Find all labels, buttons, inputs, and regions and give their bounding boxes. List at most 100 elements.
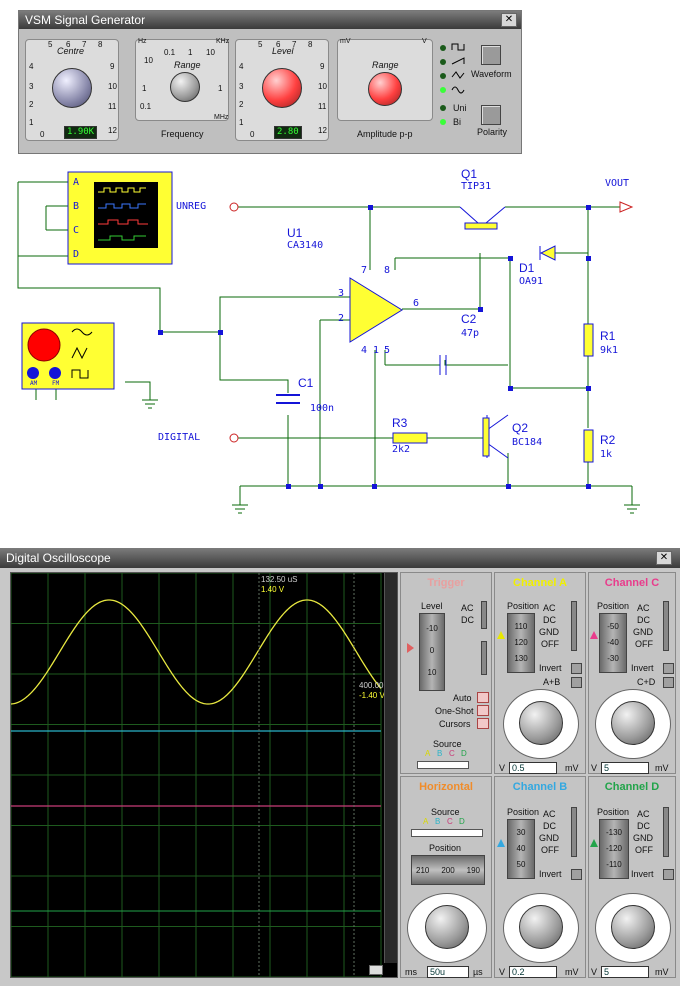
digital-label: DIGITAL xyxy=(158,432,201,443)
channel-d-coupling-switch[interactable] xyxy=(663,807,669,857)
channel-d-section: Channel D Position -130 -120 -110 AC DC … xyxy=(588,776,676,978)
c1-ref: C1 xyxy=(298,376,314,390)
channel-d-volts-knob[interactable] xyxy=(611,905,655,949)
waveform-led-triangle xyxy=(440,73,446,79)
channel-a-combine-label: A+B xyxy=(543,677,561,687)
level-scale-12: 12 xyxy=(318,126,327,135)
trigger-marker-left-icon xyxy=(407,643,414,653)
polarity-uni-label: Uni xyxy=(453,103,467,113)
channel-a-volts-knob[interactable] xyxy=(519,701,563,745)
channel-b-volts-value[interactable]: 0.2 xyxy=(509,966,557,978)
signal-generator-close-button[interactable]: ✕ xyxy=(501,13,517,27)
level-scale-0: 0 xyxy=(250,130,255,139)
horizontal-source-d: D xyxy=(459,817,465,826)
trigger-auto-button[interactable] xyxy=(477,692,489,703)
level-knob[interactable] xyxy=(262,68,302,108)
channel-c-invert-label: Invert xyxy=(631,663,654,673)
c2-ref: C2 xyxy=(461,312,477,326)
amplitude-range-knob[interactable] xyxy=(368,72,402,106)
trigger-oneshot-button[interactable] xyxy=(477,705,489,716)
channel-a-ac: AC xyxy=(543,603,556,613)
channel-a-unit-mv: mV xyxy=(565,763,579,773)
channel-c-volts-value[interactable]: 5 xyxy=(601,762,649,774)
level-scale-6: 6 xyxy=(276,40,281,49)
scope-scroll-button[interactable] xyxy=(369,965,383,975)
square-wave-icon xyxy=(451,43,465,51)
ground-icon-3 xyxy=(624,504,640,514)
level-scale-5: 5 xyxy=(258,40,263,49)
resistor-r2 xyxy=(583,429,594,463)
channel-c-coupling-switch[interactable] xyxy=(663,601,669,651)
centre-scale-5: 5 xyxy=(48,40,53,49)
ground-icon-1 xyxy=(142,399,158,409)
channel-b-invert-button[interactable] xyxy=(571,869,582,880)
channel-a-position-fader[interactable]: 110 120 130 xyxy=(507,613,535,673)
trigger-source-slider[interactable] xyxy=(417,761,469,769)
centre-scale-4: 4 xyxy=(29,62,34,71)
transistor-q1-leads xyxy=(459,206,506,224)
channel-b-volts-knob[interactable] xyxy=(519,905,563,949)
level-scale-3: 3 xyxy=(239,82,244,91)
channel-d-volts-value[interactable]: 5 xyxy=(601,966,649,978)
channel-b-off: OFF xyxy=(541,845,559,855)
trigger-cursors-button[interactable] xyxy=(477,718,489,729)
amp-v-label: V xyxy=(422,38,427,45)
channel-d-tick-2: -120 xyxy=(605,844,622,853)
freq-tick-10a: 10 xyxy=(144,56,153,65)
polarity-button[interactable] xyxy=(481,105,501,125)
channel-c-position-fader[interactable]: -50 -40 -30 xyxy=(599,613,627,673)
channel-c-unit-mv: mV xyxy=(655,763,669,773)
channel-a-tick-3: 130 xyxy=(514,654,528,663)
frequency-range-knob[interactable] xyxy=(170,72,200,102)
centre-knob[interactable] xyxy=(52,68,92,108)
channel-a-combine-button[interactable] xyxy=(571,677,582,688)
channel-c-volts-knob[interactable] xyxy=(611,701,655,745)
channel-d-invert-button[interactable] xyxy=(663,869,674,880)
d1-part: OA91 xyxy=(519,276,544,287)
am-knob xyxy=(27,367,39,379)
horizontal-unit-ms: ms xyxy=(405,967,417,977)
oscilloscope-close-button[interactable]: ✕ xyxy=(656,551,672,565)
sine-wave-icon xyxy=(451,86,465,94)
horizontal-source-slider[interactable] xyxy=(411,829,483,837)
horizontal-position-fader[interactable]: 210 200 190 xyxy=(411,855,485,885)
channel-a-coupling-switch[interactable] xyxy=(571,601,577,651)
channel-b-coupling-switch[interactable] xyxy=(571,807,577,857)
polarity-led-uni xyxy=(440,105,446,111)
waveform-button[interactable] xyxy=(481,45,501,65)
trigger-level-fader[interactable]: -10 0 10 xyxy=(419,613,445,691)
horizontal-source-b: B xyxy=(435,817,441,826)
scope-screen[interactable]: 132.50 uS 1.40 V 400.00 uS -1.40 V xyxy=(10,572,398,978)
channel-d-position-fader[interactable]: -130 -120 -110 xyxy=(599,819,629,879)
trigger-coupling-dc: DC xyxy=(461,615,474,625)
oscilloscope-window: Digital Oscilloscope ✕ 132.50 uS 1.40 V … xyxy=(0,548,680,986)
q2-part: BC184 xyxy=(512,437,543,448)
level-label: Level xyxy=(272,46,294,56)
channel-a-tick-1: 110 xyxy=(514,622,528,631)
channel-c-position-label: Position xyxy=(597,601,630,611)
q1-part: TIP31 xyxy=(461,181,492,192)
channel-a-invert-button[interactable] xyxy=(571,663,582,674)
scope-vertical-scrollbar[interactable] xyxy=(384,573,397,963)
logic-trace-d xyxy=(98,235,146,241)
trigger-coupling-switch[interactable] xyxy=(481,601,487,629)
r3-ref: R3 xyxy=(392,416,408,430)
horizontal-tick-190: 190 xyxy=(466,866,480,875)
channel-a-volts-value[interactable]: 0.5 xyxy=(509,762,557,774)
horizontal-time-knob[interactable] xyxy=(425,905,469,949)
vout-terminal xyxy=(619,201,634,213)
trigger-mode-auto: Auto xyxy=(453,693,472,703)
level-scale-4: 4 xyxy=(239,62,244,71)
freq-range-label: Range xyxy=(174,60,201,70)
channel-c-invert-button[interactable] xyxy=(663,663,674,674)
cursor-1-voltage: 1.40 V xyxy=(261,585,285,594)
trigger-edge-switch[interactable] xyxy=(481,641,487,675)
channel-b-position-fader[interactable]: 30 40 50 xyxy=(507,819,535,879)
opamp-u1 xyxy=(349,277,403,343)
horizontal-time-value[interactable]: 50u xyxy=(427,966,469,978)
trigger-section: Trigger Level -10 0 10 AC DC Auto One-Sh… xyxy=(400,572,492,774)
waveform-led-square xyxy=(440,45,446,51)
channel-c-combine-button[interactable] xyxy=(663,677,674,688)
ground-symbols xyxy=(142,399,640,514)
channel-d-marker-icon xyxy=(590,839,598,847)
